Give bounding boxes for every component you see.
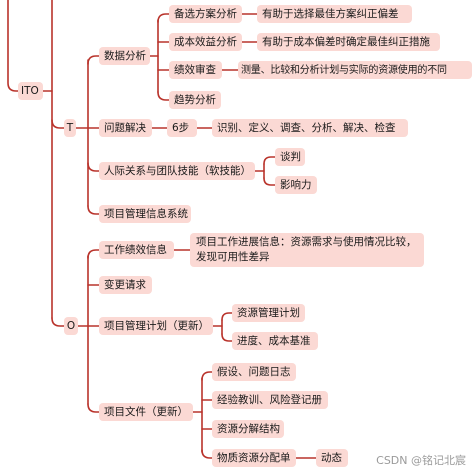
node-problem-solving: 问题解决 [99,119,152,137]
node-work-performance-info: 工作绩效信息 [99,241,174,259]
node-performance-review-note: 测量、比较和分析计划与实际的资源使用的不同 [238,61,472,79]
branch-node-o: O [64,317,78,335]
watermark: CSDN @铭记北宸 [376,454,466,467]
node-influence: 影响力 [275,176,317,194]
node-lessons-risk-register: 经验教训、风险登记册 [212,391,328,409]
node-assumption-issue-log: 假设、问题日志 [212,363,296,381]
node-trend-analysis: 趋势分析 [169,91,221,109]
node-project-documents-update: 项目文件（更新） [99,403,193,421]
node-physical-resource-assignment: 物质资源分配单 [212,449,296,467]
node-alternatives-analysis: 备选方案分析 [169,5,242,23]
node-pm-plan-update: 项目管理计划（更新） [99,317,213,335]
node-cost-benefit-analysis: 成本效益分析 [169,33,242,51]
node-alternatives-note: 有助于选择最佳方案纠正偏差 [257,5,412,23]
node-work-performance-note: 项目工作进展信息：资源需求与使用情况比较，发现可用性差异 [190,233,424,267]
node-performance-review: 绩效审查 [169,61,222,79]
node-schedule-cost-baseline: 进度、成本基准 [232,332,318,350]
root-node-ito: ITO [18,82,43,100]
node-change-request: 变更请求 [99,276,152,294]
node-six-steps: 6步 [167,119,197,137]
node-interpersonal-skills: 人际关系与团队技能（软技能） [99,162,255,180]
branch-node-t: T [64,119,76,137]
node-resource-management-plan: 资源管理计划 [232,304,305,322]
node-data-analysis: 数据分析 [99,47,150,65]
node-resource-breakdown-structure: 资源分解结构 [212,420,284,438]
node-pmis: 项目管理信息系统 [99,205,191,223]
node-dynamic: 动态 [316,449,348,467]
node-six-steps-note: 识别、定义、调查、分析、解决、检查 [212,119,408,137]
node-cost-benefit-note: 有助于成本偏差时确定最佳纠正措施 [257,33,440,51]
node-negotiation: 谈判 [275,148,305,166]
